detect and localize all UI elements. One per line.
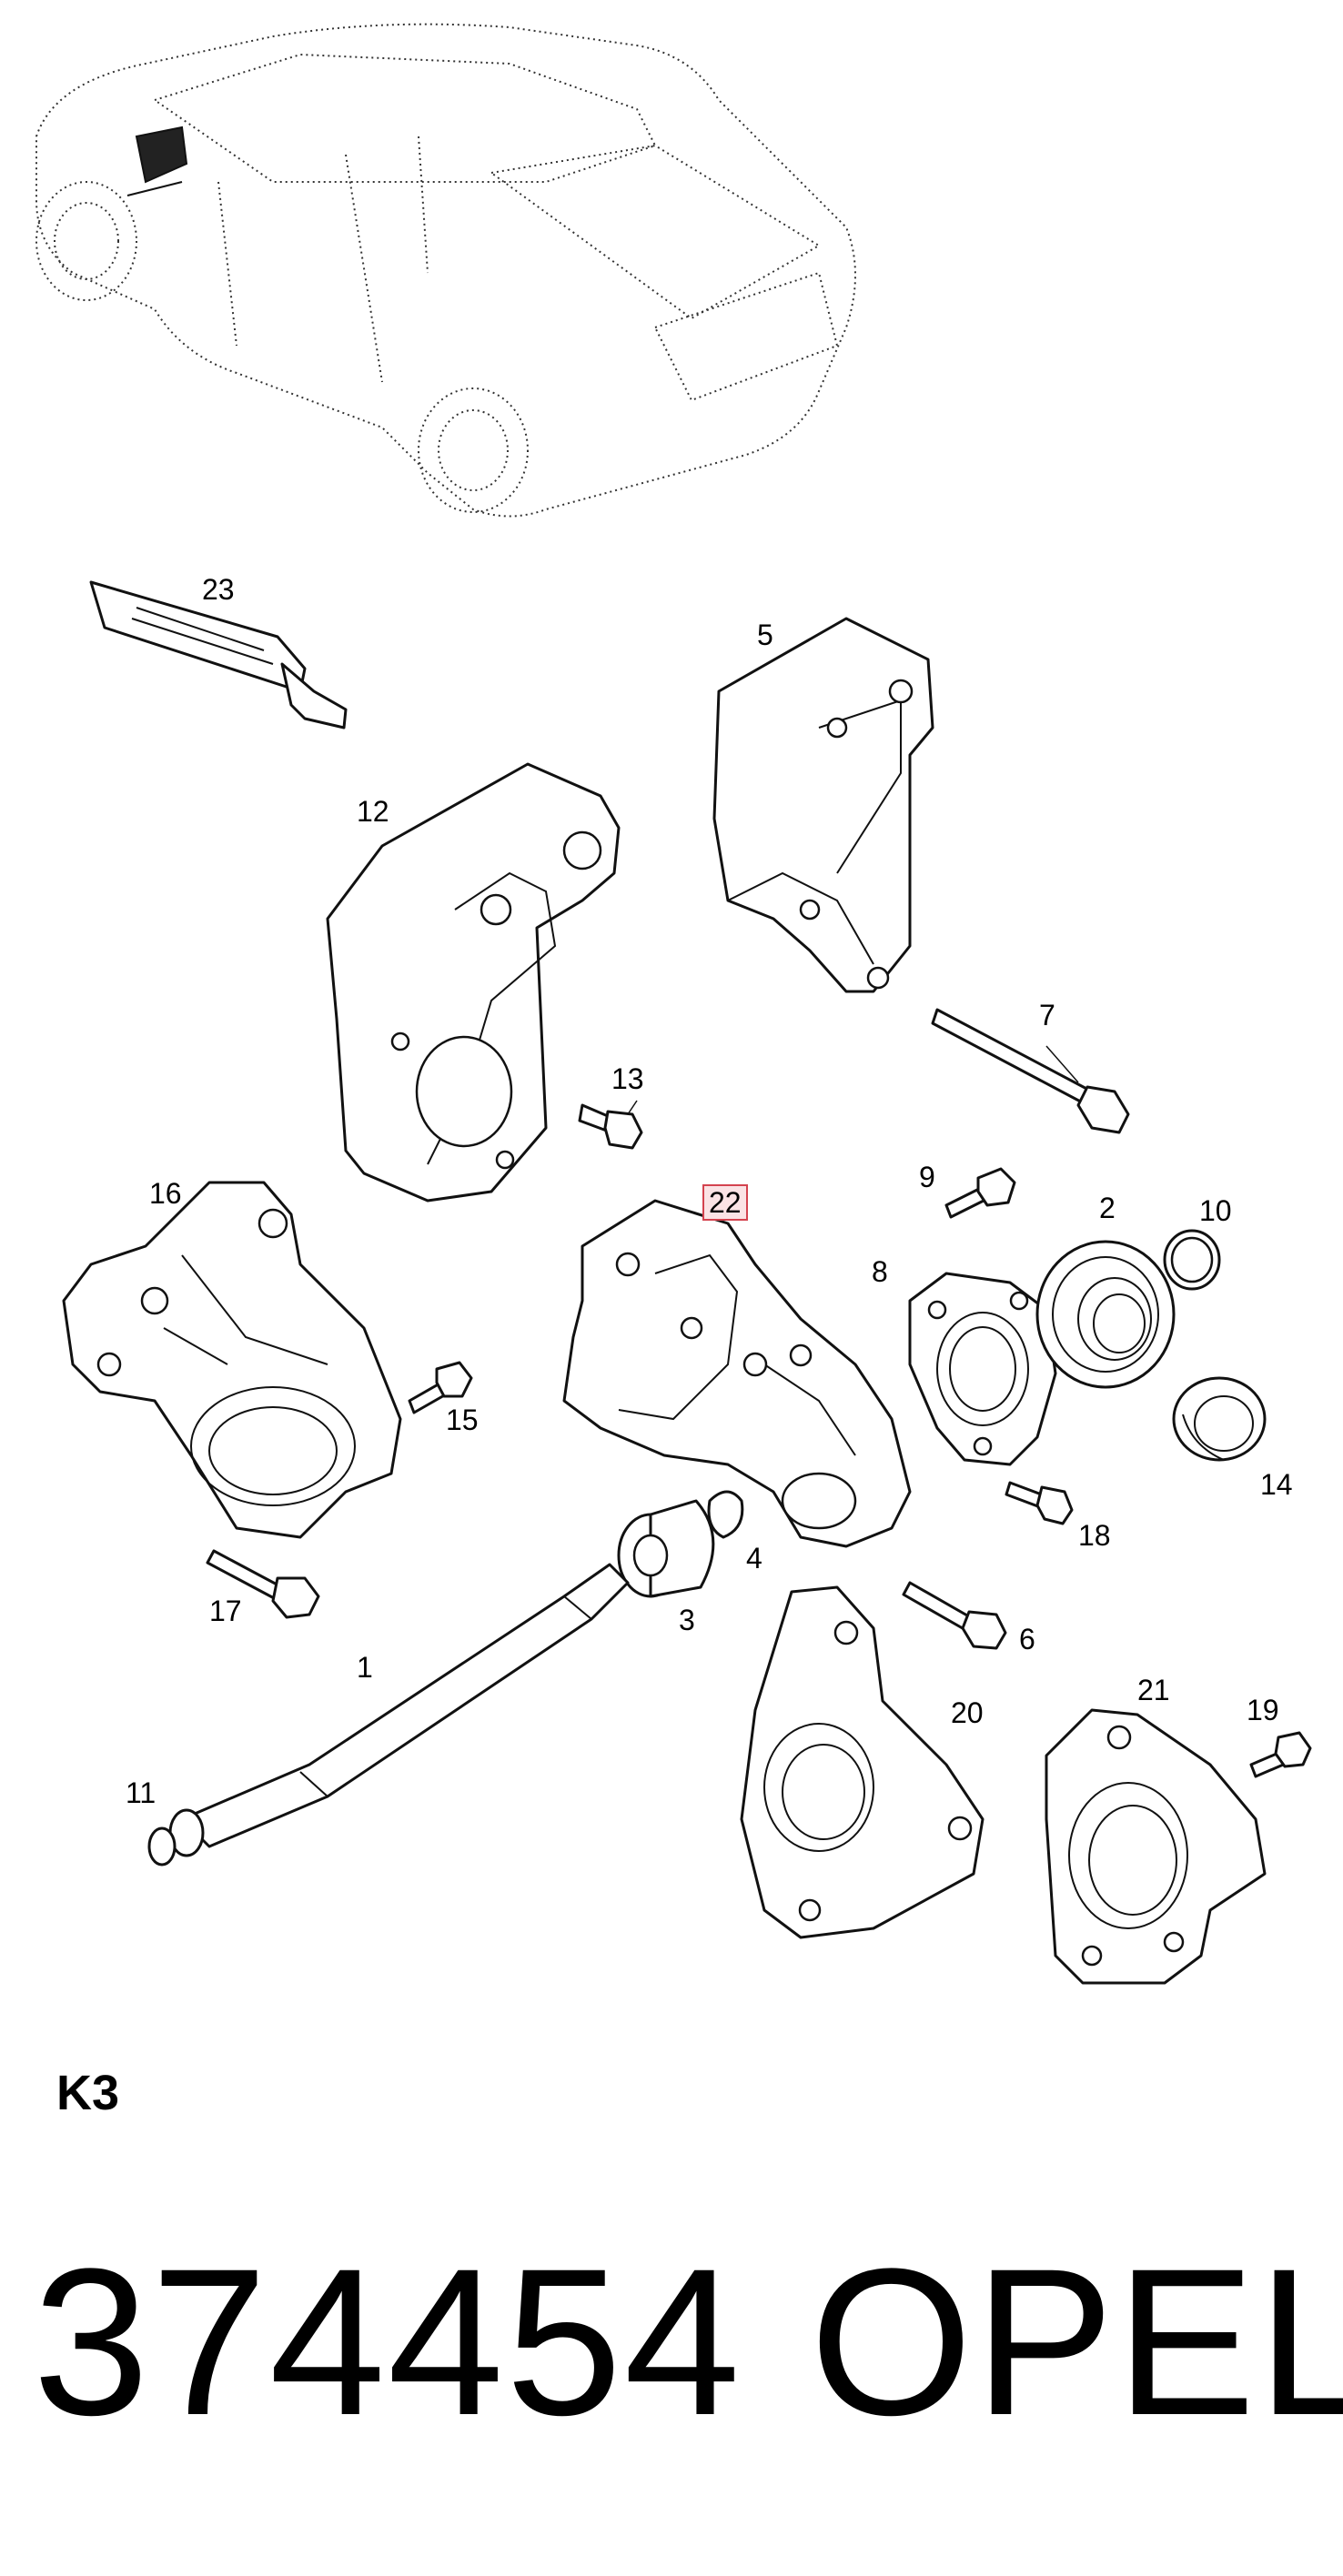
part-21-cover bbox=[1045, 1708, 1267, 1985]
callout-11[interactable]: 11 bbox=[126, 1776, 157, 1809]
callout-9[interactable]: 9 bbox=[919, 1161, 935, 1193]
part-number: 374454 bbox=[33, 2225, 742, 2459]
callout-23[interactable]: 23 bbox=[202, 573, 235, 606]
part-19-bolt bbox=[1249, 1731, 1312, 1778]
section-code: K3 bbox=[56, 2066, 120, 2120]
part-13-bolt bbox=[578, 1103, 643, 1150]
part-15-bolt bbox=[408, 1361, 473, 1414]
part-9-bolt bbox=[944, 1167, 1016, 1219]
part-1-shaft bbox=[168, 1563, 630, 1857]
callout-19[interactable]: 19 bbox=[1247, 1694, 1279, 1726]
part-11-ring bbox=[147, 1826, 177, 1867]
part-12-bracket bbox=[326, 762, 621, 1202]
callout-3[interactable]: 3 bbox=[679, 1604, 695, 1636]
grease-tube bbox=[89, 580, 348, 730]
part-18-bolt bbox=[1005, 1481, 1074, 1525]
callout-17[interactable]: 17 bbox=[209, 1595, 242, 1627]
callout-6[interactable]: 6 bbox=[1019, 1623, 1035, 1655]
part-8-flange bbox=[908, 1272, 1057, 1466]
part-10-ring bbox=[1163, 1229, 1221, 1291]
part-17-bolt bbox=[206, 1549, 320, 1619]
callout-7[interactable]: 7 bbox=[1039, 999, 1055, 1031]
callout-4[interactable]: 4 bbox=[746, 1542, 762, 1575]
callout-1[interactable]: 1 bbox=[357, 1651, 373, 1684]
callout-21[interactable]: 21 bbox=[1137, 1674, 1170, 1706]
callout-13[interactable]: 13 bbox=[611, 1062, 644, 1095]
part-6-bolt bbox=[902, 1581, 1007, 1650]
part-22-bracket bbox=[562, 1199, 912, 1548]
vehicle-silhouette bbox=[35, 23, 856, 518]
part-3-washer bbox=[617, 1499, 715, 1598]
callout-22[interactable]: 22 bbox=[702, 1184, 748, 1221]
part-5-bracket bbox=[712, 617, 934, 993]
part-20-bracket bbox=[740, 1585, 985, 1939]
callout-2[interactable]: 2 bbox=[1099, 1192, 1116, 1224]
leader-lines bbox=[627, 1045, 1079, 1115]
part-14-sleeve bbox=[1172, 1376, 1267, 1462]
callout-5[interactable]: 5 bbox=[757, 619, 773, 651]
callout-15[interactable]: 15 bbox=[446, 1404, 479, 1436]
part-7-long-bolt bbox=[931, 1008, 1130, 1134]
callout-14[interactable]: 14 bbox=[1260, 1468, 1293, 1501]
callout-20[interactable]: 20 bbox=[951, 1696, 984, 1729]
callout-10[interactable]: 10 bbox=[1199, 1194, 1232, 1227]
brand-name: OPEL bbox=[810, 2225, 1343, 2459]
highlight-location-icon bbox=[135, 126, 188, 184]
callout-18[interactable]: 18 bbox=[1078, 1519, 1111, 1552]
part-4-circlip bbox=[707, 1490, 744, 1539]
callout-8[interactable]: 8 bbox=[872, 1255, 888, 1288]
part-2-bearing bbox=[1035, 1240, 1176, 1389]
callout-12[interactable]: 12 bbox=[357, 795, 389, 828]
callout-16[interactable]: 16 bbox=[149, 1177, 182, 1210]
part-16-housing bbox=[62, 1181, 402, 1539]
